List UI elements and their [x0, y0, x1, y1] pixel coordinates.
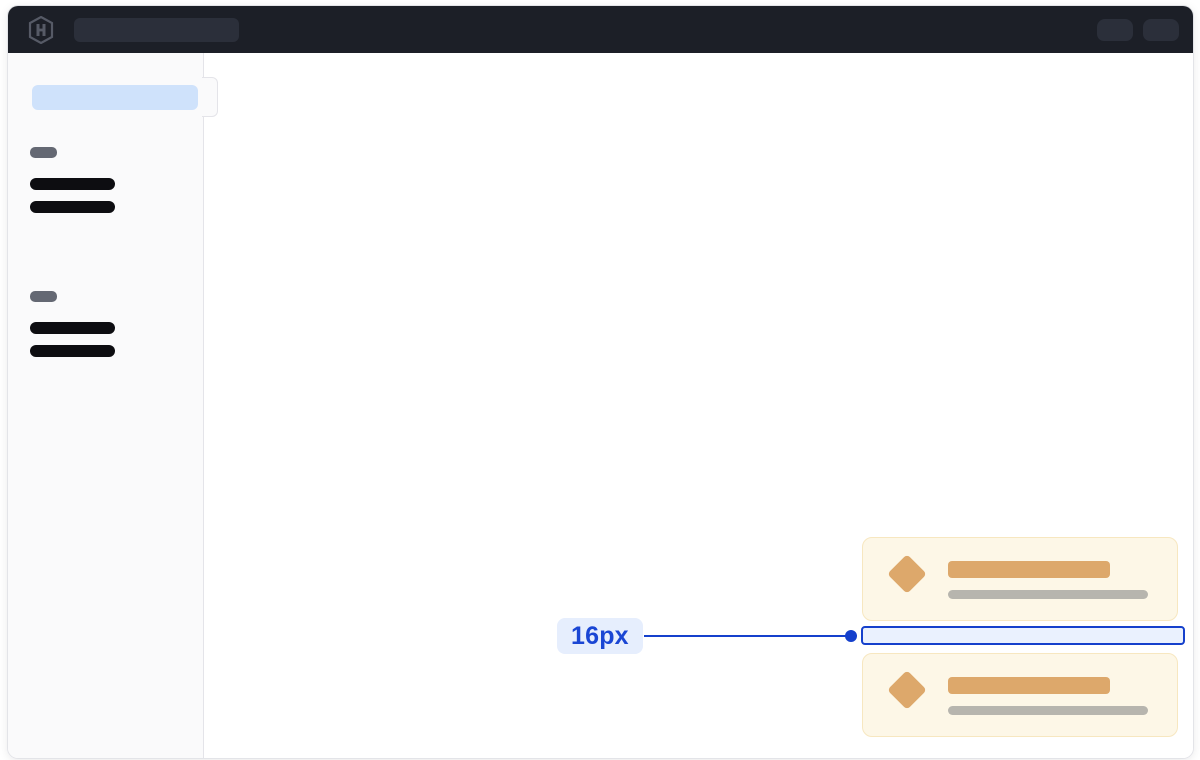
- sidebar-item-2-1[interactable]: [30, 322, 115, 334]
- sidebar-item-2-2[interactable]: [30, 345, 115, 357]
- spacing-gap-highlight: [861, 626, 1185, 645]
- measurement-leader-line: [644, 635, 852, 637]
- diamond-icon: [887, 554, 927, 594]
- card-subtitle: [948, 706, 1148, 715]
- main-canvas: 16px: [204, 53, 1193, 758]
- card-subtitle: [948, 590, 1148, 599]
- sidebar-group-2: [30, 291, 115, 357]
- topbar-actions: [1097, 18, 1179, 41]
- card-title: [948, 561, 1110, 578]
- topbar-chip-2[interactable]: [1143, 18, 1179, 41]
- diamond-icon: [887, 670, 927, 710]
- card-title: [948, 677, 1110, 694]
- top-bar: [8, 6, 1193, 53]
- sidebar-item-1-1[interactable]: [30, 178, 115, 190]
- list-item[interactable]: [862, 653, 1178, 737]
- measurement-anchor-dot-icon: [845, 630, 857, 642]
- sidebar-item-selected[interactable]: [32, 85, 198, 110]
- sidebar-group-2-label: [30, 291, 57, 302]
- measurement-value-label: 16px: [557, 618, 643, 654]
- topbar-chip-1[interactable]: [1097, 18, 1133, 41]
- hashicorp-hexagon-logo-icon[interactable]: [28, 15, 54, 44]
- list-item[interactable]: [862, 537, 1178, 621]
- sidebar: [8, 53, 204, 758]
- app-window: 16px: [8, 6, 1193, 758]
- sidebar-collapse-handle-icon[interactable]: [202, 77, 218, 117]
- sidebar-group-1-label: [30, 147, 57, 158]
- sidebar-item-1-2[interactable]: [30, 201, 115, 213]
- global-search-input[interactable]: [74, 17, 239, 42]
- sidebar-group-1: [30, 147, 115, 213]
